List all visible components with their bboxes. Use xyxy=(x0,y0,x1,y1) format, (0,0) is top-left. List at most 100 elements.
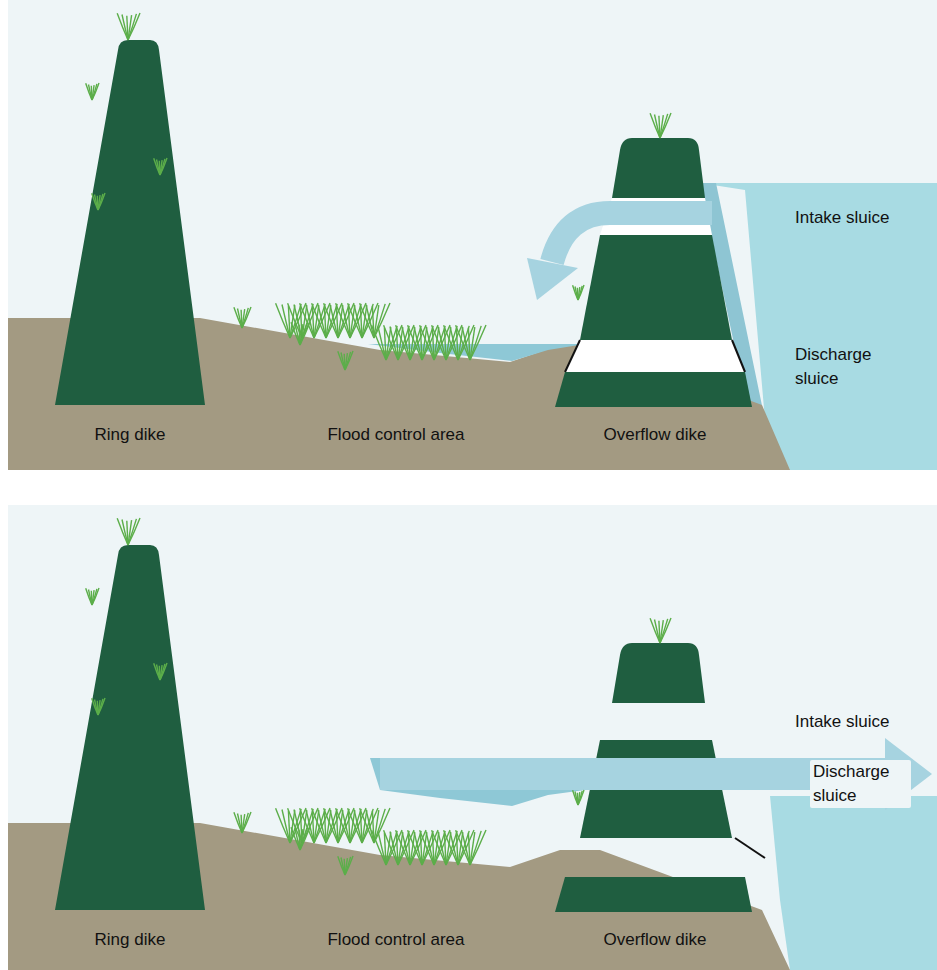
grass-blade xyxy=(450,327,458,361)
grass-blade xyxy=(444,325,458,360)
grass-blade xyxy=(462,832,470,866)
grass-blade xyxy=(360,303,374,338)
grass-blade xyxy=(384,325,398,360)
grass-blade xyxy=(95,700,99,716)
dike-label: Overflow dike xyxy=(604,928,707,952)
grass-blade xyxy=(282,305,290,339)
grass-blade xyxy=(575,287,578,301)
grass-blade xyxy=(342,305,350,339)
grass-blade xyxy=(372,830,386,865)
grass-blade xyxy=(573,790,578,805)
grass-blade xyxy=(312,303,326,338)
grass-blade xyxy=(318,305,326,339)
dike-label: Overflow dike xyxy=(604,423,707,447)
grass-blade xyxy=(470,830,486,865)
area-label: Flood control area xyxy=(327,928,464,952)
grass-blade xyxy=(456,830,470,865)
grass-blade xyxy=(127,16,128,40)
grass-blade xyxy=(294,810,302,844)
sluice-label: Discharge sluice xyxy=(810,760,911,808)
grass-blade xyxy=(306,305,314,339)
grass-blade xyxy=(470,326,481,360)
grass-blade xyxy=(450,832,458,866)
grass-blade xyxy=(372,811,374,843)
grass-blade xyxy=(154,158,160,175)
grass-blade xyxy=(372,306,374,338)
grass-blade xyxy=(378,832,386,866)
grass-blade xyxy=(342,810,350,844)
grass-blade xyxy=(238,814,243,834)
grass-blade xyxy=(324,808,338,843)
grass-blade xyxy=(650,113,660,138)
grass-blade xyxy=(128,13,140,40)
grass-blade xyxy=(294,305,302,339)
grass-blade xyxy=(366,810,374,844)
grass-blade xyxy=(276,808,290,843)
area-label: Flood control area xyxy=(327,423,464,447)
grass-blade xyxy=(470,325,486,360)
grass-blade xyxy=(432,830,446,865)
grass-blade xyxy=(338,856,345,875)
grass-blade xyxy=(414,832,422,866)
grass-blade xyxy=(575,792,578,806)
grass-blade xyxy=(276,303,290,338)
grass-blade xyxy=(438,832,446,866)
grass-blade xyxy=(92,698,98,715)
grass-blade xyxy=(330,810,338,844)
grass-blade xyxy=(396,325,410,360)
grass-blade xyxy=(408,325,422,360)
grass-blade xyxy=(655,115,661,139)
grass-blade xyxy=(345,856,353,875)
grass-blade xyxy=(98,193,105,210)
grass-blade xyxy=(366,305,374,339)
grass-blade xyxy=(420,830,434,865)
grass-blade xyxy=(306,810,314,844)
grass-blade xyxy=(444,830,458,865)
grass-blade xyxy=(438,327,446,361)
grass-blade xyxy=(660,618,671,643)
grass-blade xyxy=(288,303,302,338)
grass-blade xyxy=(360,808,374,843)
grass-blade xyxy=(242,307,251,328)
grass-blade xyxy=(92,83,99,100)
grass-blade xyxy=(234,812,242,833)
grass-blade xyxy=(378,327,386,361)
grass-blade xyxy=(468,328,470,360)
grass-blade xyxy=(98,698,105,715)
grass-blade xyxy=(324,303,338,338)
grass-blade xyxy=(127,521,128,545)
panel-discharge xyxy=(8,505,937,970)
grass-blade xyxy=(390,832,398,866)
grass-blade xyxy=(372,325,386,360)
sluice-label: Intake sluice xyxy=(795,710,890,734)
grass-blade xyxy=(312,808,326,843)
panel-intake xyxy=(8,0,937,470)
grass-blade xyxy=(89,85,93,101)
grass-blade xyxy=(117,13,128,40)
grass-blade xyxy=(345,351,353,370)
grass-blade xyxy=(660,113,671,138)
grass-tufts xyxy=(86,13,671,875)
grass-blade xyxy=(470,831,481,865)
grass-blade xyxy=(336,303,350,338)
grass-blade xyxy=(578,285,584,300)
grass-blade xyxy=(402,327,410,361)
grass-blade xyxy=(242,812,251,833)
grass-blade xyxy=(348,303,362,338)
grass-blade xyxy=(128,518,140,545)
dike-label: Ring dike xyxy=(95,423,166,447)
grass-blade xyxy=(396,830,410,865)
grass-blade xyxy=(354,305,362,339)
grass-blade xyxy=(338,351,345,370)
grass-blade xyxy=(390,327,398,361)
grass-blade xyxy=(157,665,161,681)
grass-blade xyxy=(160,663,167,680)
grass-blade xyxy=(330,305,338,339)
grass-blade xyxy=(432,325,446,360)
grass-blade xyxy=(86,588,92,605)
grass-blade xyxy=(238,309,243,329)
grass-blade xyxy=(122,520,128,546)
grass-blade xyxy=(341,353,345,371)
